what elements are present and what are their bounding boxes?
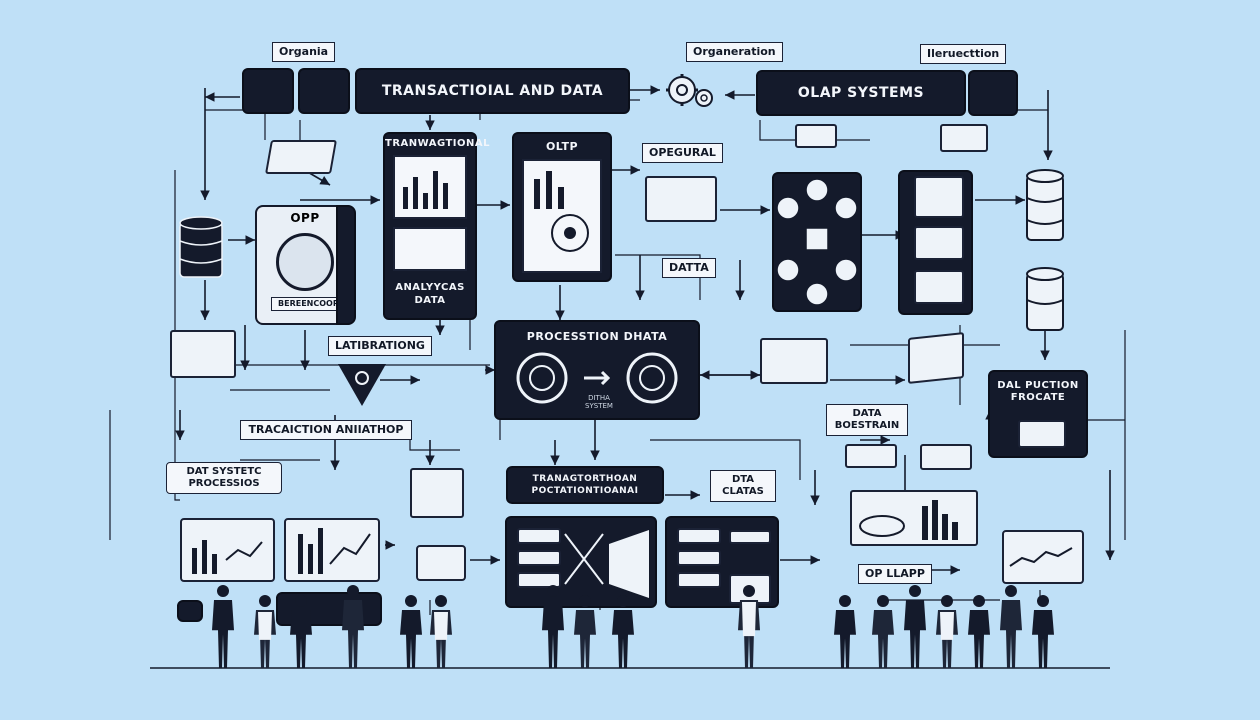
person-icon	[736, 584, 762, 672]
panel-processtion-data: PROCESSTION DHATA DITHA SYSTEM	[494, 320, 700, 420]
globe-icon	[416, 545, 466, 581]
chart-icon	[940, 124, 988, 152]
chart-icon	[522, 159, 602, 273]
chart-icon	[284, 518, 380, 582]
person-icon	[340, 584, 366, 672]
person-icon	[934, 594, 960, 672]
tag-opegural: OPEGURAL	[642, 143, 723, 163]
hub-panel	[772, 172, 862, 312]
panel-transform-left	[505, 516, 657, 608]
person-icon	[210, 584, 236, 672]
document-icon	[170, 330, 236, 378]
panel-dal-puction: DAL PUCTION FROCATE	[988, 370, 1088, 458]
database-icon	[178, 215, 224, 283]
disc-icon	[276, 233, 334, 291]
panel-processtion-sub: DITHA SYSTEM	[585, 394, 613, 410]
person-icon	[398, 594, 424, 672]
chart-icon	[795, 124, 837, 148]
top-tag-middle: Organeration	[686, 42, 783, 62]
database-icon	[1025, 266, 1065, 336]
tag-datta: DATTA	[662, 258, 716, 278]
tag-dat-system: DAT SYSTETC PROCESSIOS	[166, 462, 282, 494]
storage-block-2	[298, 68, 350, 114]
chart-icon	[180, 518, 275, 582]
person-icon	[610, 594, 636, 672]
top-tag-right: Ileruecttion	[920, 44, 1007, 64]
document-icon	[908, 332, 964, 384]
arrow-icon	[516, 352, 678, 404]
document-icon	[1018, 420, 1066, 448]
header-olap-systems: OLAP SYSTEMS	[756, 70, 966, 116]
filter-icon	[336, 362, 388, 408]
panel-oltp: OLTP	[512, 132, 612, 282]
document-icon	[845, 444, 897, 468]
document-icon	[393, 227, 467, 271]
chart-icon	[850, 490, 978, 546]
tag-labilbrationg: LATIBRATIONG	[328, 336, 432, 356]
panel-oltp-label: OLTP	[545, 140, 579, 153]
person-icon	[572, 594, 598, 672]
panel-dal-puction-label: DAL PUCTION FROCATE	[997, 380, 1079, 403]
person-icon	[998, 584, 1024, 672]
header-transactional-and-data: TRANSACTIOIAL AND DATA	[355, 68, 630, 114]
tag-tracaiction: TRACAICTION ANIIATHOP	[240, 420, 412, 440]
camera-icon	[177, 600, 203, 622]
database-icon	[1025, 168, 1065, 246]
person-icon	[832, 594, 858, 672]
person-icon	[252, 594, 278, 672]
panel-analytical-label: ANALYYCAS DATA	[395, 282, 465, 306]
document-icon	[645, 176, 717, 222]
document-icon	[265, 140, 337, 174]
storage-block-3	[968, 70, 1018, 116]
person-icon	[870, 594, 896, 672]
tag-dta-clatas: DTA CLATAS	[710, 470, 776, 502]
chart-icon	[1002, 530, 1084, 584]
person-icon	[966, 594, 992, 672]
gear-icon	[660, 66, 720, 116]
document-icon	[410, 468, 464, 518]
top-tag-left: Organia	[272, 42, 336, 62]
document-icon	[920, 444, 972, 470]
storage-block-1	[242, 68, 294, 114]
person-icon	[1030, 594, 1056, 672]
person-icon	[540, 584, 566, 672]
tag-data-boestrain: DATA BOESTRAIN	[826, 404, 908, 436]
tag-op-llapp: OP LLAPP	[858, 564, 932, 584]
panel-processtion-label: PROCESSTION DHATA	[526, 330, 668, 343]
panel-analytical: TRANWAGTIONAL ANALYYCAS DATA	[383, 132, 491, 320]
person-icon	[428, 594, 454, 672]
panel-tranwagtional-label: TRANWAGTIONAL	[385, 138, 491, 149]
opp-label: OPP	[290, 211, 320, 225]
person-icon	[288, 594, 314, 672]
header-transactional-bottom: TRANAGTORTHOAN POCTATIONTIOANAI	[506, 466, 664, 504]
opp-server-side	[336, 205, 356, 325]
chart-icon	[393, 155, 467, 219]
document-icon	[760, 338, 828, 384]
panel-transform-right	[665, 516, 779, 608]
document-stack	[898, 170, 973, 315]
person-icon	[902, 584, 928, 672]
